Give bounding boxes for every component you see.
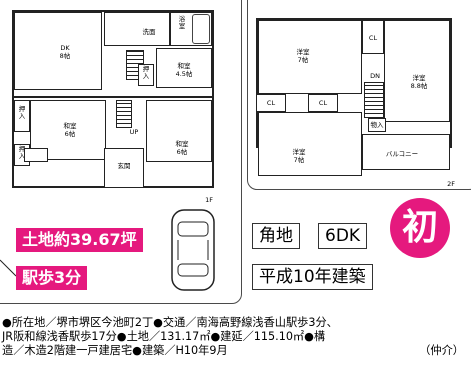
balcony-label: バルコニー — [385, 150, 419, 158]
room-western-7-bottom-label: 洋室 7帖 — [286, 148, 312, 164]
floor-plan-1f: DK 8帖 洗面 浴室 押入 和室 4.5帖 押入 押入 和室 6帖 UP 和室… — [0, 0, 240, 300]
room-western-8-8-label: 洋室 8.8帖 — [402, 74, 436, 90]
storage-2f-label: 物入 — [370, 121, 384, 129]
info-line-3: 造／木造2階建一戸建居宅●建築／H10年9月 （仲介） — [2, 344, 468, 358]
closet-2f-mid-label: CL — [318, 99, 328, 107]
closet-1f-center-label: 押入 — [142, 65, 150, 80]
room-japanese-4-5-size: 4.5帖 — [175, 70, 193, 78]
room-western-7-bottom-size: 7帖 — [293, 156, 305, 164]
corner-lot-badge: 角地 — [252, 223, 300, 249]
room-japanese-6-left-name: 和室 — [63, 122, 77, 130]
floor1-label: 1F — [205, 196, 213, 204]
new-listing-text: 初 — [401, 207, 438, 248]
walk-distance-callout: 駅歩3分 — [16, 266, 88, 290]
room-dk-size: 8帖 — [59, 52, 71, 60]
room-dk-name: DK — [60, 44, 70, 52]
callout-pointer-line — [0, 259, 17, 277]
room-western-7-bottom — [258, 112, 362, 176]
room-western-7-bottom-name: 洋室 — [292, 148, 306, 156]
built-year-badge: 平成10年建築 — [252, 264, 373, 290]
room-western-8-8-size: 8.8帖 — [410, 82, 428, 90]
room-japanese-4-5-name: 和室 — [177, 62, 191, 70]
broker-label: （仲介） — [419, 344, 464, 357]
room-japanese-6-right-label: 和室 6帖 — [170, 140, 194, 156]
balcony — [362, 134, 450, 170]
room-japanese-6-left-label: 和室 6帖 — [56, 122, 84, 138]
room-japanese-6-left-size: 6帖 — [64, 130, 76, 138]
floor1-up-stairs — [116, 100, 132, 128]
closet-2f-left-label: CL — [266, 99, 276, 107]
room-japanese-6-right-size: 6帖 — [176, 148, 188, 156]
room-dk — [14, 12, 102, 90]
closet-1f-left-b-label: 押入 — [18, 145, 26, 160]
info-line-1: ●所在地／堺市堺区今池町2丁●交通／南海高野線浅香山駅歩3分、 — [2, 316, 338, 329]
layout-badge: 6DK — [318, 223, 368, 249]
room-japanese-4-5 — [156, 48, 212, 88]
dn-label: DN — [370, 72, 380, 80]
closet-1f-left-a-label: 押入 — [18, 105, 26, 120]
car-icon — [171, 209, 215, 291]
closet-2f-top — [362, 20, 384, 54]
closet-2f-mid — [308, 94, 338, 112]
info-line-3-text: 造／木造2階建一戸建居宅●建築／H10年9月 — [2, 344, 228, 357]
closet-1f-left-a — [14, 100, 30, 132]
closet-1f-center — [138, 64, 154, 86]
info-line-2: JR阪和線浅香駅歩17分●土地／131.17㎡●建延／115.10㎡●構 — [2, 330, 326, 343]
bathtub-fixture — [192, 14, 210, 44]
room-japanese-4-5-label: 和室 4.5帖 — [164, 62, 204, 78]
porch — [24, 148, 48, 162]
room-dk-label: DK 8帖 — [50, 44, 80, 60]
floor2-label: 2F — [447, 180, 455, 188]
room-bath-label: 浴室 — [178, 15, 186, 30]
room-western-8-8-name: 洋室 — [412, 74, 426, 82]
room-japanese-6-right-name: 和室 — [175, 140, 189, 148]
property-info: ●所在地／堺市堺区今池町2丁●交通／南海高野線浅香山駅歩3分、 JR阪和線浅香駅… — [2, 316, 468, 358]
up-label: UP — [129, 128, 139, 136]
room-entrance — [104, 148, 144, 188]
closet-2f-left — [256, 94, 286, 112]
new-listing-badge: 初 — [390, 198, 450, 258]
room-western-7-top — [258, 20, 362, 94]
room-japanese-6-right — [146, 100, 212, 162]
room-western-7-top-label: 洋室 7帖 — [290, 48, 316, 64]
room-washroom — [104, 12, 170, 46]
floor-plan-2f: 洋室 7帖 CL 洋室 8.8帖 DN 物入 CL CL 洋室 7帖 バルコニー… — [248, 0, 470, 190]
room-western-7-top-size: 7帖 — [297, 56, 309, 64]
closet-2f-top-label: CL — [368, 34, 378, 42]
floor2-stairs — [364, 82, 384, 118]
room-washroom-label: 洗面 — [142, 28, 156, 36]
room-western-8-8 — [384, 20, 450, 122]
storage-2f — [368, 118, 386, 132]
room-western-7-top-name: 洋室 — [296, 48, 310, 56]
room-entrance-label: 玄関 — [117, 162, 131, 170]
land-area-callout: 土地約39.67坪 — [16, 228, 143, 252]
